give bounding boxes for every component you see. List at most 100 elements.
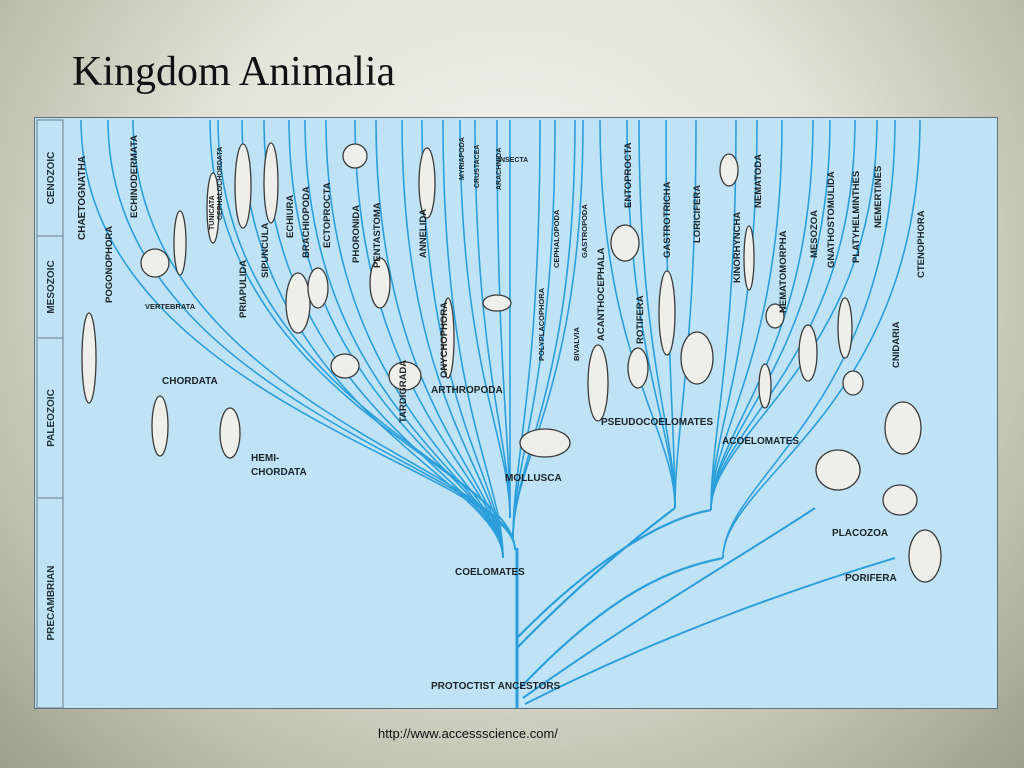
branch-tunicata: [209, 119, 516, 551]
label-sipuncula: SIPUNCULA: [260, 222, 271, 278]
label-annelida: ANNELIDA: [418, 209, 429, 258]
branch-sipuncula: [263, 119, 504, 559]
group-label-chordata-1: CHORDATA: [162, 376, 218, 387]
organism-illustration: [307, 267, 329, 309]
label-bivalvia: BIVALVIA: [572, 327, 581, 361]
branch-cephalochordata: [217, 119, 516, 551]
acoelomate-stem: [516, 508, 712, 639]
label-nemertines: NEMERTINES: [873, 166, 884, 228]
porifera-stem: [524, 557, 896, 705]
pseudocoelomate-stem: [516, 507, 676, 649]
label-ectoprocta: ECTOPROCTA: [322, 182, 333, 248]
branch-rotifera: [638, 119, 676, 509]
organism-illustration: [884, 401, 922, 455]
placozoa-stem: [522, 507, 816, 699]
label-gastropoda: GASTROPODA: [580, 204, 589, 258]
organism-illustration: [388, 361, 422, 391]
branch-gastropoda: [512, 119, 584, 539]
branch-gastrotricha: [665, 119, 676, 509]
branch-nematoda: [710, 119, 758, 511]
branch-nemertines: [710, 119, 878, 511]
organism-illustration: [441, 297, 455, 379]
label-pogonophora: POGONOPHORA: [104, 226, 115, 303]
label-platyhelminthes: PLATYHELMINTHES: [851, 171, 862, 263]
organism-illustration: [908, 529, 942, 583]
group-label-hemi-2: HEMI-: [251, 453, 279, 464]
organism-illustration: [369, 257, 391, 309]
organism-illustration: [680, 331, 714, 385]
label-myriapoda: MYRIAPODA: [459, 137, 466, 180]
label-echiura: ECHIURA: [285, 195, 296, 238]
label-nematomorpha: NEMATOMORPHA: [778, 230, 789, 313]
label-crustacea: CRUSTACEA: [474, 145, 481, 188]
label-tunicata: TUNICATA: [209, 195, 216, 230]
organism-illustration: [765, 303, 785, 329]
era-label-cenozoic: CENOZOIC: [46, 152, 57, 205]
label-pentastoma: PENTASTOMA: [372, 202, 383, 268]
label-gastrotricha: GASTROTRICHA: [662, 181, 673, 258]
radiata-stem: [519, 556, 724, 689]
organism-illustration: [140, 248, 170, 278]
label-cnidaria: CNIDARIA: [891, 321, 902, 368]
branch-ectoprocta: [325, 119, 504, 559]
organism-illustration: [882, 484, 918, 516]
label-echinodermata: ECHINODERMATA: [129, 135, 140, 218]
organism-illustration: [815, 449, 861, 491]
organism-illustration: [610, 224, 640, 262]
group-label-coelomates-8: COELOMATES: [455, 567, 525, 578]
taxon-labels: CHAETOGNATHA POGONOPHORA ECHINODERMATA TUNI…: [77, 135, 927, 692]
branch-cnidaria: [722, 119, 896, 559]
label-brachiopoda: BRACHIOPODA: [301, 186, 312, 258]
organism-illustration: [151, 395, 169, 457]
branch-echiura: [288, 119, 504, 559]
branch-cephalopoda: [512, 119, 556, 539]
branch-onychophora: [442, 119, 504, 559]
source-url: http://www.accessscience.com/: [378, 726, 558, 741]
organism-illustration: [482, 294, 512, 312]
branch-ctenophora: [722, 119, 921, 559]
organism-illustration: [81, 312, 97, 404]
organism-illustration: [285, 272, 311, 334]
organism-illustration: [342, 143, 368, 169]
label-entoprocta: ENTOPROCTA: [623, 142, 634, 208]
organism-illustration: [173, 210, 187, 276]
organism-illustration: [587, 344, 609, 422]
organism-illustration: [627, 347, 649, 389]
branch-echinodermata: [132, 119, 516, 551]
label-acanthocephala: ACANTHOCEPHALA: [596, 247, 607, 341]
organism-illustration: [658, 270, 676, 356]
branch-priapulida: [241, 119, 504, 559]
organism-illustration: [219, 407, 241, 459]
tree-branches: [80, 119, 921, 708]
group-label-porifera-10: PORIFERA: [845, 573, 897, 584]
branch-crustacea: [474, 119, 511, 519]
era-column-frame: [36, 119, 64, 709]
organism-illustration: [719, 153, 739, 187]
group-label-pseudocoelomates-6: PSEUDOCOELOMATES: [601, 417, 713, 428]
organism-illustration: [842, 370, 864, 396]
organism-illustration: [418, 147, 436, 219]
organism-illustration: [263, 142, 279, 224]
branch-annelida: [421, 119, 504, 559]
label-priapulida: PRIAPULIDA: [238, 260, 249, 318]
organism-illustration: [798, 324, 818, 382]
label-ctenophora: CTENOPHORA: [916, 210, 927, 278]
group-label-vertebrata-0: VERTEBRATA: [145, 302, 196, 311]
label-nematoda: NEMATODA: [753, 154, 764, 208]
group-label-chordata-3: CHORDATA: [251, 467, 307, 478]
branch-kinorhyncha: [710, 119, 737, 511]
label-gnathostomulida: GNATHOSTOMULIDA: [826, 171, 837, 268]
label-onychophora: ONYCHOPHORA: [439, 302, 450, 378]
organism-illustration: [234, 143, 252, 229]
branch-tardigrada: [401, 119, 504, 559]
label-phoronida: PHORONIDA: [351, 205, 362, 263]
era-label-mesozoic: MESOZOIC: [46, 260, 57, 313]
group-label-mollusca-5: MOLLUSCA: [505, 473, 562, 484]
label-chaetognatha: CHAETOGNATHA: [77, 156, 88, 240]
label-mesozoa: MESOZOA: [809, 210, 820, 258]
label-loricifera: LORICIFERA: [692, 185, 703, 243]
branch-loricifera: [674, 119, 697, 509]
branch-phoronida: [354, 119, 504, 559]
